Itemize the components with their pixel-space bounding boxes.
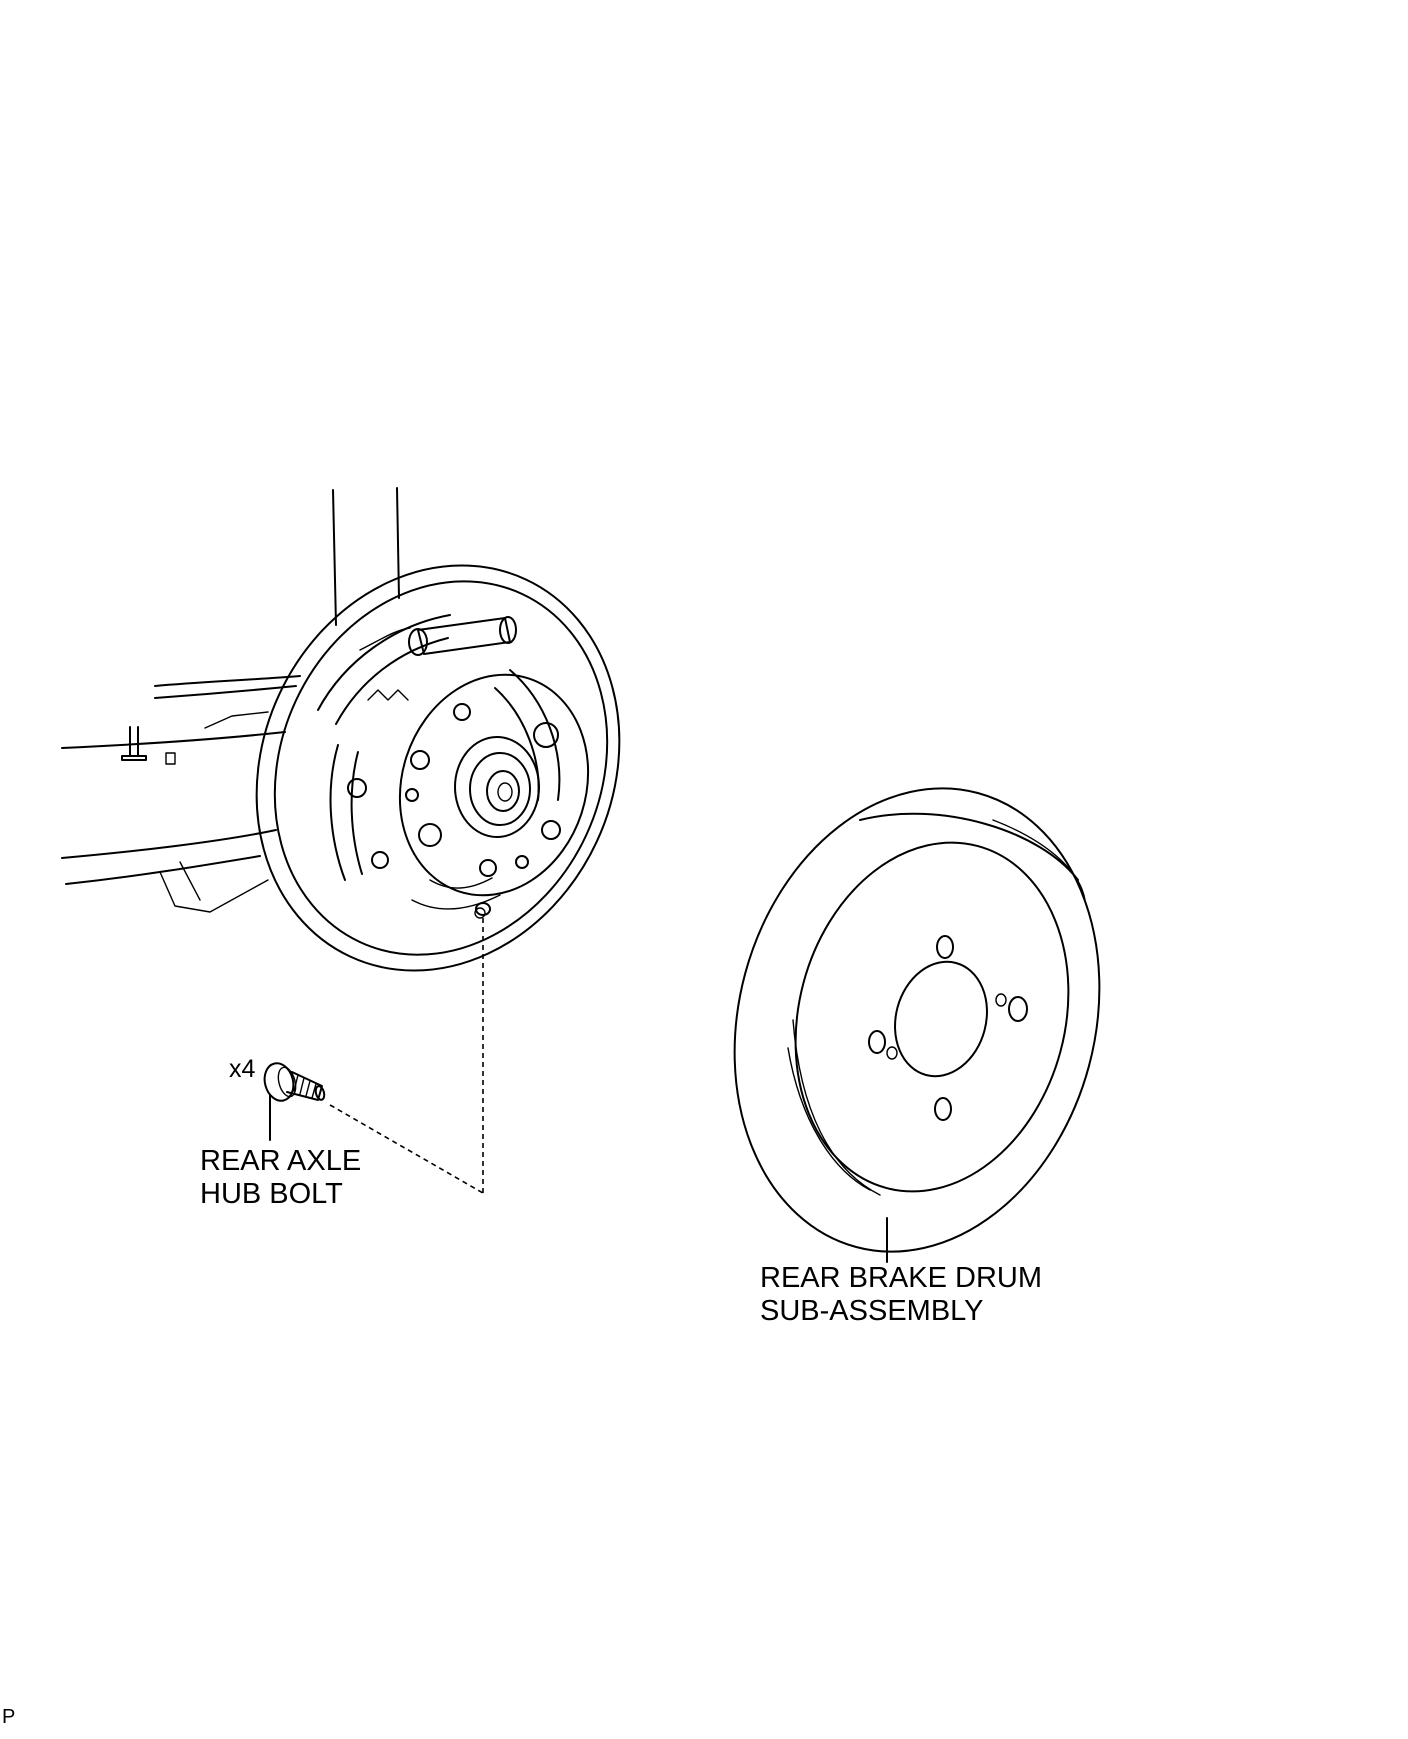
rear-brake-drum-icon <box>733 787 1101 1253</box>
corner-mark: P <box>2 1706 16 1728</box>
brake-backing-plate <box>255 564 621 972</box>
axle-beam-structure <box>61 487 400 913</box>
hub-bolt-label-line2: HUB BOLT <box>200 1178 343 1210</box>
brake-shoe-assembly <box>317 614 561 919</box>
rear-axle-hub-bolt-icon <box>263 1062 326 1102</box>
hub-bolt-quantity: x4 <box>229 1055 256 1083</box>
axle-hub-flange <box>398 673 590 916</box>
installation-path <box>329 915 484 1194</box>
brake-drum-label-line2: SUB-ASSEMBLY <box>760 1295 984 1327</box>
hub-bolt-label-line1: REAR AXLE <box>200 1145 362 1177</box>
brake-drum-label-line1: REAR BRAKE DRUM <box>760 1262 1042 1294</box>
